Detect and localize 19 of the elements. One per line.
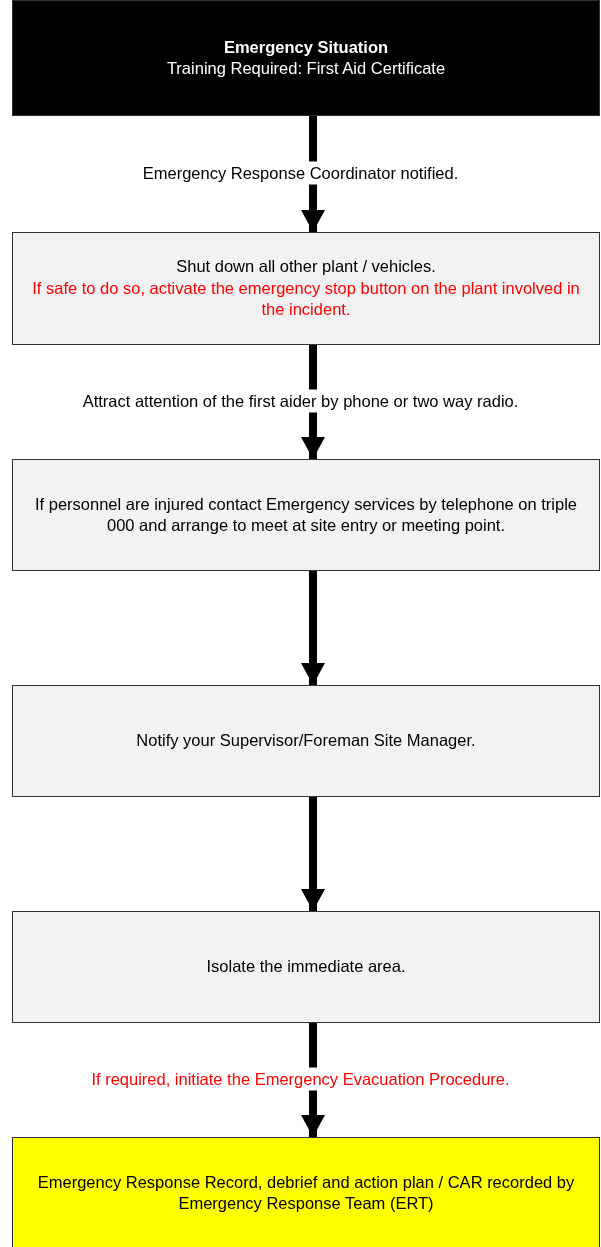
process-box <box>12 0 600 116</box>
box-heading: Emergency Situation <box>223 36 389 58</box>
arrow <box>301 1023 325 1137</box>
process-box <box>12 232 600 345</box>
arrow <box>301 571 325 685</box>
box-text: If personnel are injured contact Emergency services by telephone on triple 000 and arrange to meet at site entry or meeting point. <box>33 493 579 536</box>
process-box <box>12 911 600 1023</box>
box-text: Emergency Response Record, debrief and action plan / CAR recorded by Emergency Response Team (ERT) <box>36 1171 576 1214</box>
box-text: If safe to do so, activate the emergency stop button on the plant involved in the incident. <box>31 277 581 321</box>
process-box <box>12 685 600 797</box>
box-text: Notify your Supervisor/Foreman Site Manager. <box>136 730 476 752</box>
process-box <box>12 1137 600 1247</box>
process-box <box>12 459 600 571</box>
box-heading: Shut down all other plant / vehicles. <box>176 256 436 278</box>
arrow <box>301 797 325 911</box>
arrow <box>301 345 325 459</box>
box-text: Isolate the immediate area. <box>206 956 406 978</box>
box-text: Training Required: First Aid Certificate <box>166 58 446 79</box>
arrow <box>301 116 325 232</box>
